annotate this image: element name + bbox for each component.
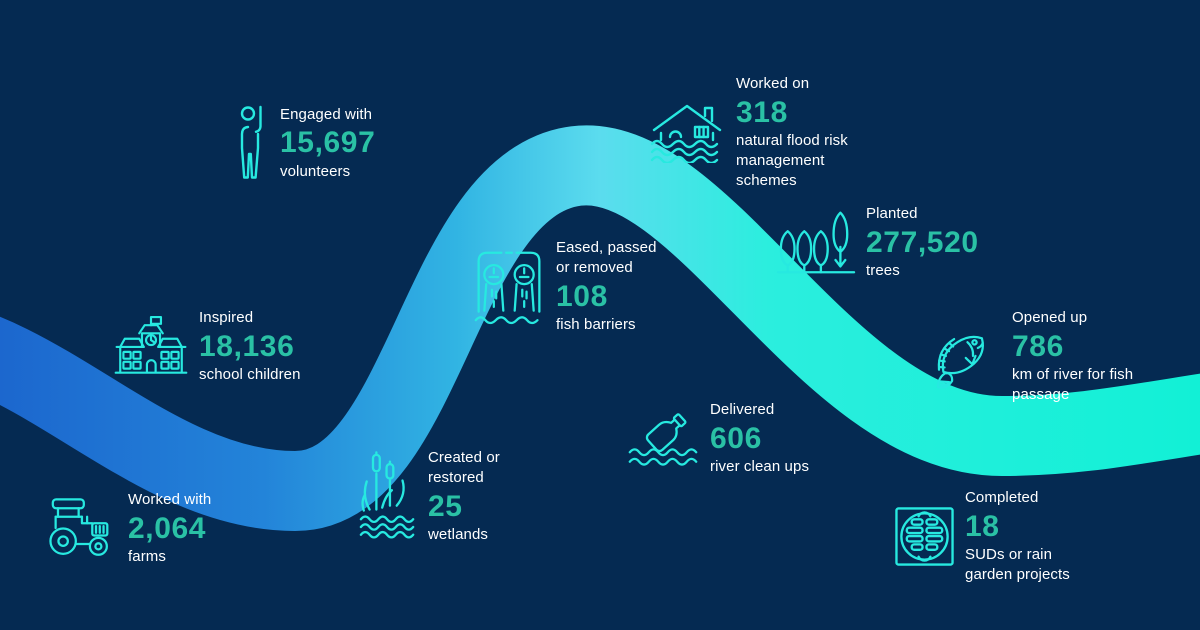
stat-value: 15,697: [280, 126, 376, 160]
fish-icon: [924, 317, 1002, 395]
stat-trees: Planted 277,520 trees: [776, 204, 990, 281]
stat-prefix: Worked on: [736, 75, 810, 92]
stat-prefix: Eased, passed or removed: [556, 239, 657, 276]
stat-wetlands: Created or restored 25 wetlands: [358, 448, 523, 545]
stat-value: 25: [428, 489, 463, 523]
drain-icon: [894, 506, 955, 567]
stat-suffix: trees: [866, 262, 900, 280]
house-flood-icon: [648, 101, 726, 165]
stat-value: 18: [965, 509, 1000, 543]
tractor-icon: [44, 497, 118, 559]
stat-suffix: fish barriers: [556, 315, 636, 333]
stat-value: 277,520: [866, 225, 979, 259]
stat-suffix: natural flood risk management schemes: [736, 132, 848, 189]
stat-suffix: km of river for fish passage: [1012, 366, 1134, 403]
stat-river-clean-ups: Delivered 606 river clean ups: [626, 400, 830, 477]
bottle-in-water-icon: [626, 407, 700, 469]
stat-value: 606: [710, 421, 762, 455]
stat-prefix: Planted: [866, 205, 918, 222]
stat-prefix: Opened up: [1012, 309, 1088, 326]
stat-prefix: Completed: [965, 489, 1039, 506]
stat-suffix: farms: [128, 548, 166, 566]
fish-barrier-icon: [472, 245, 546, 327]
stat-suds: Completed 18 SUDs or rain garden project…: [894, 488, 1087, 585]
stat-farms: Worked with 2,064 farms: [44, 490, 238, 567]
stat-prefix: Engaged with: [280, 105, 373, 123]
stat-suffix: SUDs or rain garden projects: [965, 546, 1070, 583]
stat-value: 786: [1012, 329, 1064, 363]
stat-suffix: volunteers: [280, 162, 351, 180]
stat-prefix: Delivered: [710, 401, 775, 418]
stat-fish-passage: Opened up 786 km of river for fish passa…: [924, 308, 1144, 405]
stat-fish-barriers: Eased, passed or removed 108 fish barrie…: [472, 238, 664, 335]
stat-value: 318: [736, 95, 788, 129]
stat-flood-schemes: Worked on 318 natural flood risk managem…: [648, 74, 860, 191]
stat-value: 2,064: [128, 511, 207, 545]
stat-volunteers: Engaged with 15,697 volunteers: [234, 104, 390, 182]
stat-suffix: river clean ups: [710, 458, 810, 476]
stat-value: 108: [556, 279, 608, 313]
trees-icon: [776, 209, 856, 275]
person-raised-arm-icon: [234, 104, 270, 182]
school-icon: [113, 314, 189, 378]
stat-prefix: Created or restored: [428, 449, 500, 486]
stat-suffix: school children: [199, 366, 301, 384]
stat-school-children: Inspired 18,136 school children: [113, 308, 329, 385]
stat-prefix: Worked with: [128, 491, 212, 508]
wetland-reeds-icon: [358, 451, 418, 541]
stat-prefix: Inspired: [199, 309, 254, 326]
stat-suffix: wetlands: [428, 525, 489, 543]
stat-value: 18,136: [199, 329, 295, 363]
